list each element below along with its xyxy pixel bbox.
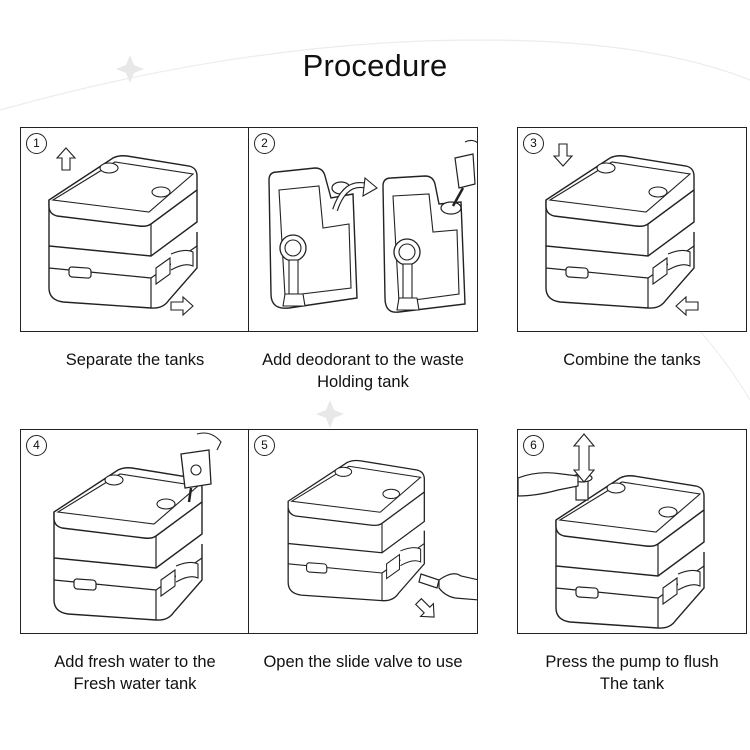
caption-line: Open the slide valve to use <box>263 653 463 671</box>
separate-tanks-illustration <box>48 147 198 316</box>
step-number: 4 <box>26 435 47 456</box>
arrow-right-icon <box>170 296 194 316</box>
step-number: 5 <box>254 435 275 456</box>
step-caption: Separate the tanks <box>5 349 265 371</box>
caption-line: The tank <box>599 675 665 693</box>
press-pump-illustration <box>518 433 705 629</box>
step-caption: Add fresh water to the Fresh water tank <box>5 651 265 695</box>
step-number: 6 <box>523 435 544 456</box>
arrow-left-icon <box>675 296 699 316</box>
step-number: 2 <box>254 133 275 154</box>
caption-line: Combine the tanks <box>563 351 701 369</box>
caption-line: Fresh water tank <box>73 675 197 693</box>
step-panel: 3 <box>517 127 747 332</box>
open-valve-illustration <box>287 459 477 624</box>
step-panel: 5 <box>248 429 478 634</box>
combine-tanks-illustration <box>545 143 699 316</box>
step-number: 3 <box>523 133 544 154</box>
step-panel: 4 <box>20 429 250 634</box>
step-caption: Add deodorant to the waste Holding tank <box>233 349 493 393</box>
step-panel: 2 <box>248 127 478 332</box>
double-arrow-icon <box>572 433 596 483</box>
step-caption: Open the slide valve to use <box>233 651 493 673</box>
step-panel: 1 <box>20 127 250 332</box>
caption-line: Separate the tanks <box>65 351 205 369</box>
page-title: Procedure <box>302 48 448 83</box>
step-caption: Combine the tanks <box>502 349 750 371</box>
caption-line: Add fresh water to the <box>54 653 216 671</box>
caption-line: Press the pump to flush <box>545 653 719 671</box>
arrow-down-icon <box>553 143 573 167</box>
add-water-illustration <box>53 432 222 621</box>
step-panel: 6 <box>517 429 747 634</box>
caption-line: Holding tank <box>317 373 409 391</box>
caption-line: Add deodorant to the waste <box>262 351 464 369</box>
step-number: 1 <box>26 133 47 154</box>
arrow-down-right-icon <box>411 594 441 624</box>
step-caption: Press the pump to flush The tank <box>502 651 750 695</box>
arrow-up-icon <box>56 147 76 171</box>
add-deodorant-illustration <box>268 139 477 313</box>
